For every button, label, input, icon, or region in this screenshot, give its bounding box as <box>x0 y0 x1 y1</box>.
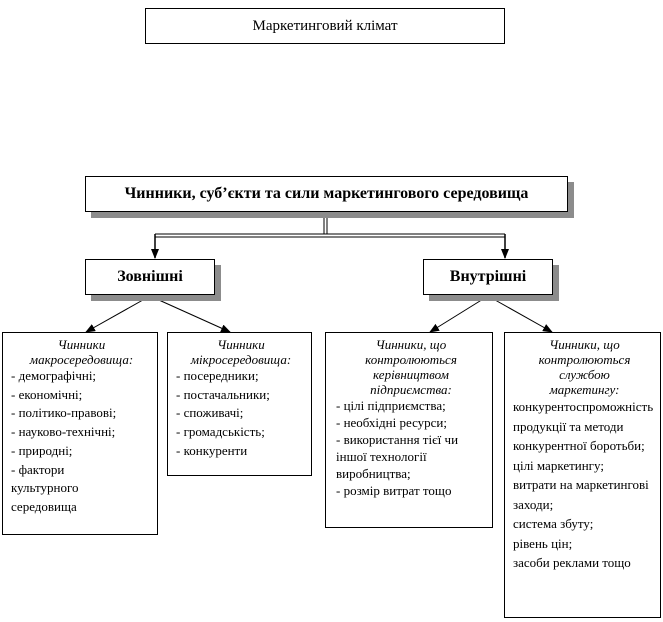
main-title: Чинники, суб’єкти та сили маркетингового… <box>124 185 529 202</box>
list-item: - споживачі; <box>176 405 244 421</box>
climate-title: Маркетинговий клімат <box>252 17 398 34</box>
arrow-to-management <box>429 295 489 333</box>
micro-factors-box: Чинники мікросередовища: - посередники; … <box>167 332 312 476</box>
list-item: - демографічні; <box>11 368 97 383</box>
list-item: конкурентоспроможність продукції та мето… <box>513 399 654 453</box>
list-item: - науково-технічні; <box>11 424 116 440</box>
macro-factors-box: Чинники макросередовища: - демографічні;… <box>2 332 158 535</box>
list-item: рівень цін; <box>513 535 573 551</box>
internal-title: Внутрішні <box>449 268 527 285</box>
list-item: - громадськість; <box>176 424 265 440</box>
management-factors-box: Чинники, що контролюються керівництвом п… <box>325 332 493 528</box>
micro-heading: Чинники мікросередовища: <box>190 337 292 367</box>
list-item: - постачальники; <box>176 386 270 402</box>
marketing-factors-box: Чинники, що контролюються службою маркет… <box>504 332 661 618</box>
list-item: система збуту; <box>513 516 594 531</box>
list-item: - використання тієї чи іншої технології … <box>336 432 459 481</box>
list-item: засоби реклами тощо <box>513 555 631 570</box>
list-item: витрати на маркетингові заходи; <box>513 477 649 512</box>
arrow-to-macro <box>85 295 151 333</box>
list-item: - фактори культурного середовища <box>11 461 79 514</box>
arrow-to-marketing <box>487 295 553 333</box>
management-list: - цілі підприємства; - необхідні ресурси… <box>336 397 486 499</box>
list-item: - конкуренти <box>176 442 248 458</box>
marketing-list: конкурентоспроможність продукції та мето… <box>513 397 656 573</box>
macro-list: - демографічні; - економічні; - політико… <box>11 367 152 517</box>
list-item: - розмір витрат тощо <box>336 483 452 498</box>
climate-title-box: Маркетинговий клімат <box>145 8 505 44</box>
management-heading: Чинники, що контролюються керівництвом п… <box>365 337 457 397</box>
external-box: Зовнішні <box>85 259 215 295</box>
external-title: Зовнішні <box>117 268 183 285</box>
main-title-box: Чинники, суб’єкти та сили маркетингового… <box>85 176 568 212</box>
list-item: - політико-правові; <box>11 405 117 421</box>
list-item: - посередники; <box>176 368 259 383</box>
list-item: - природні; <box>11 442 73 458</box>
marketing-heading: Чинники, що контролюються службою маркет… <box>538 337 631 397</box>
macro-heading: Чинники макросередовища: <box>29 337 134 367</box>
arrow-to-micro <box>149 295 231 333</box>
list-item: цілі маркетингу; <box>513 457 604 473</box>
internal-box: Внутрішні <box>423 259 553 295</box>
micro-list: - посередники; - постачальники; - спожив… <box>176 367 306 461</box>
list-item: - економічні; <box>11 386 83 402</box>
list-item: - цілі підприємства; <box>336 398 446 413</box>
list-item: - необхідні ресурси; <box>336 415 448 430</box>
